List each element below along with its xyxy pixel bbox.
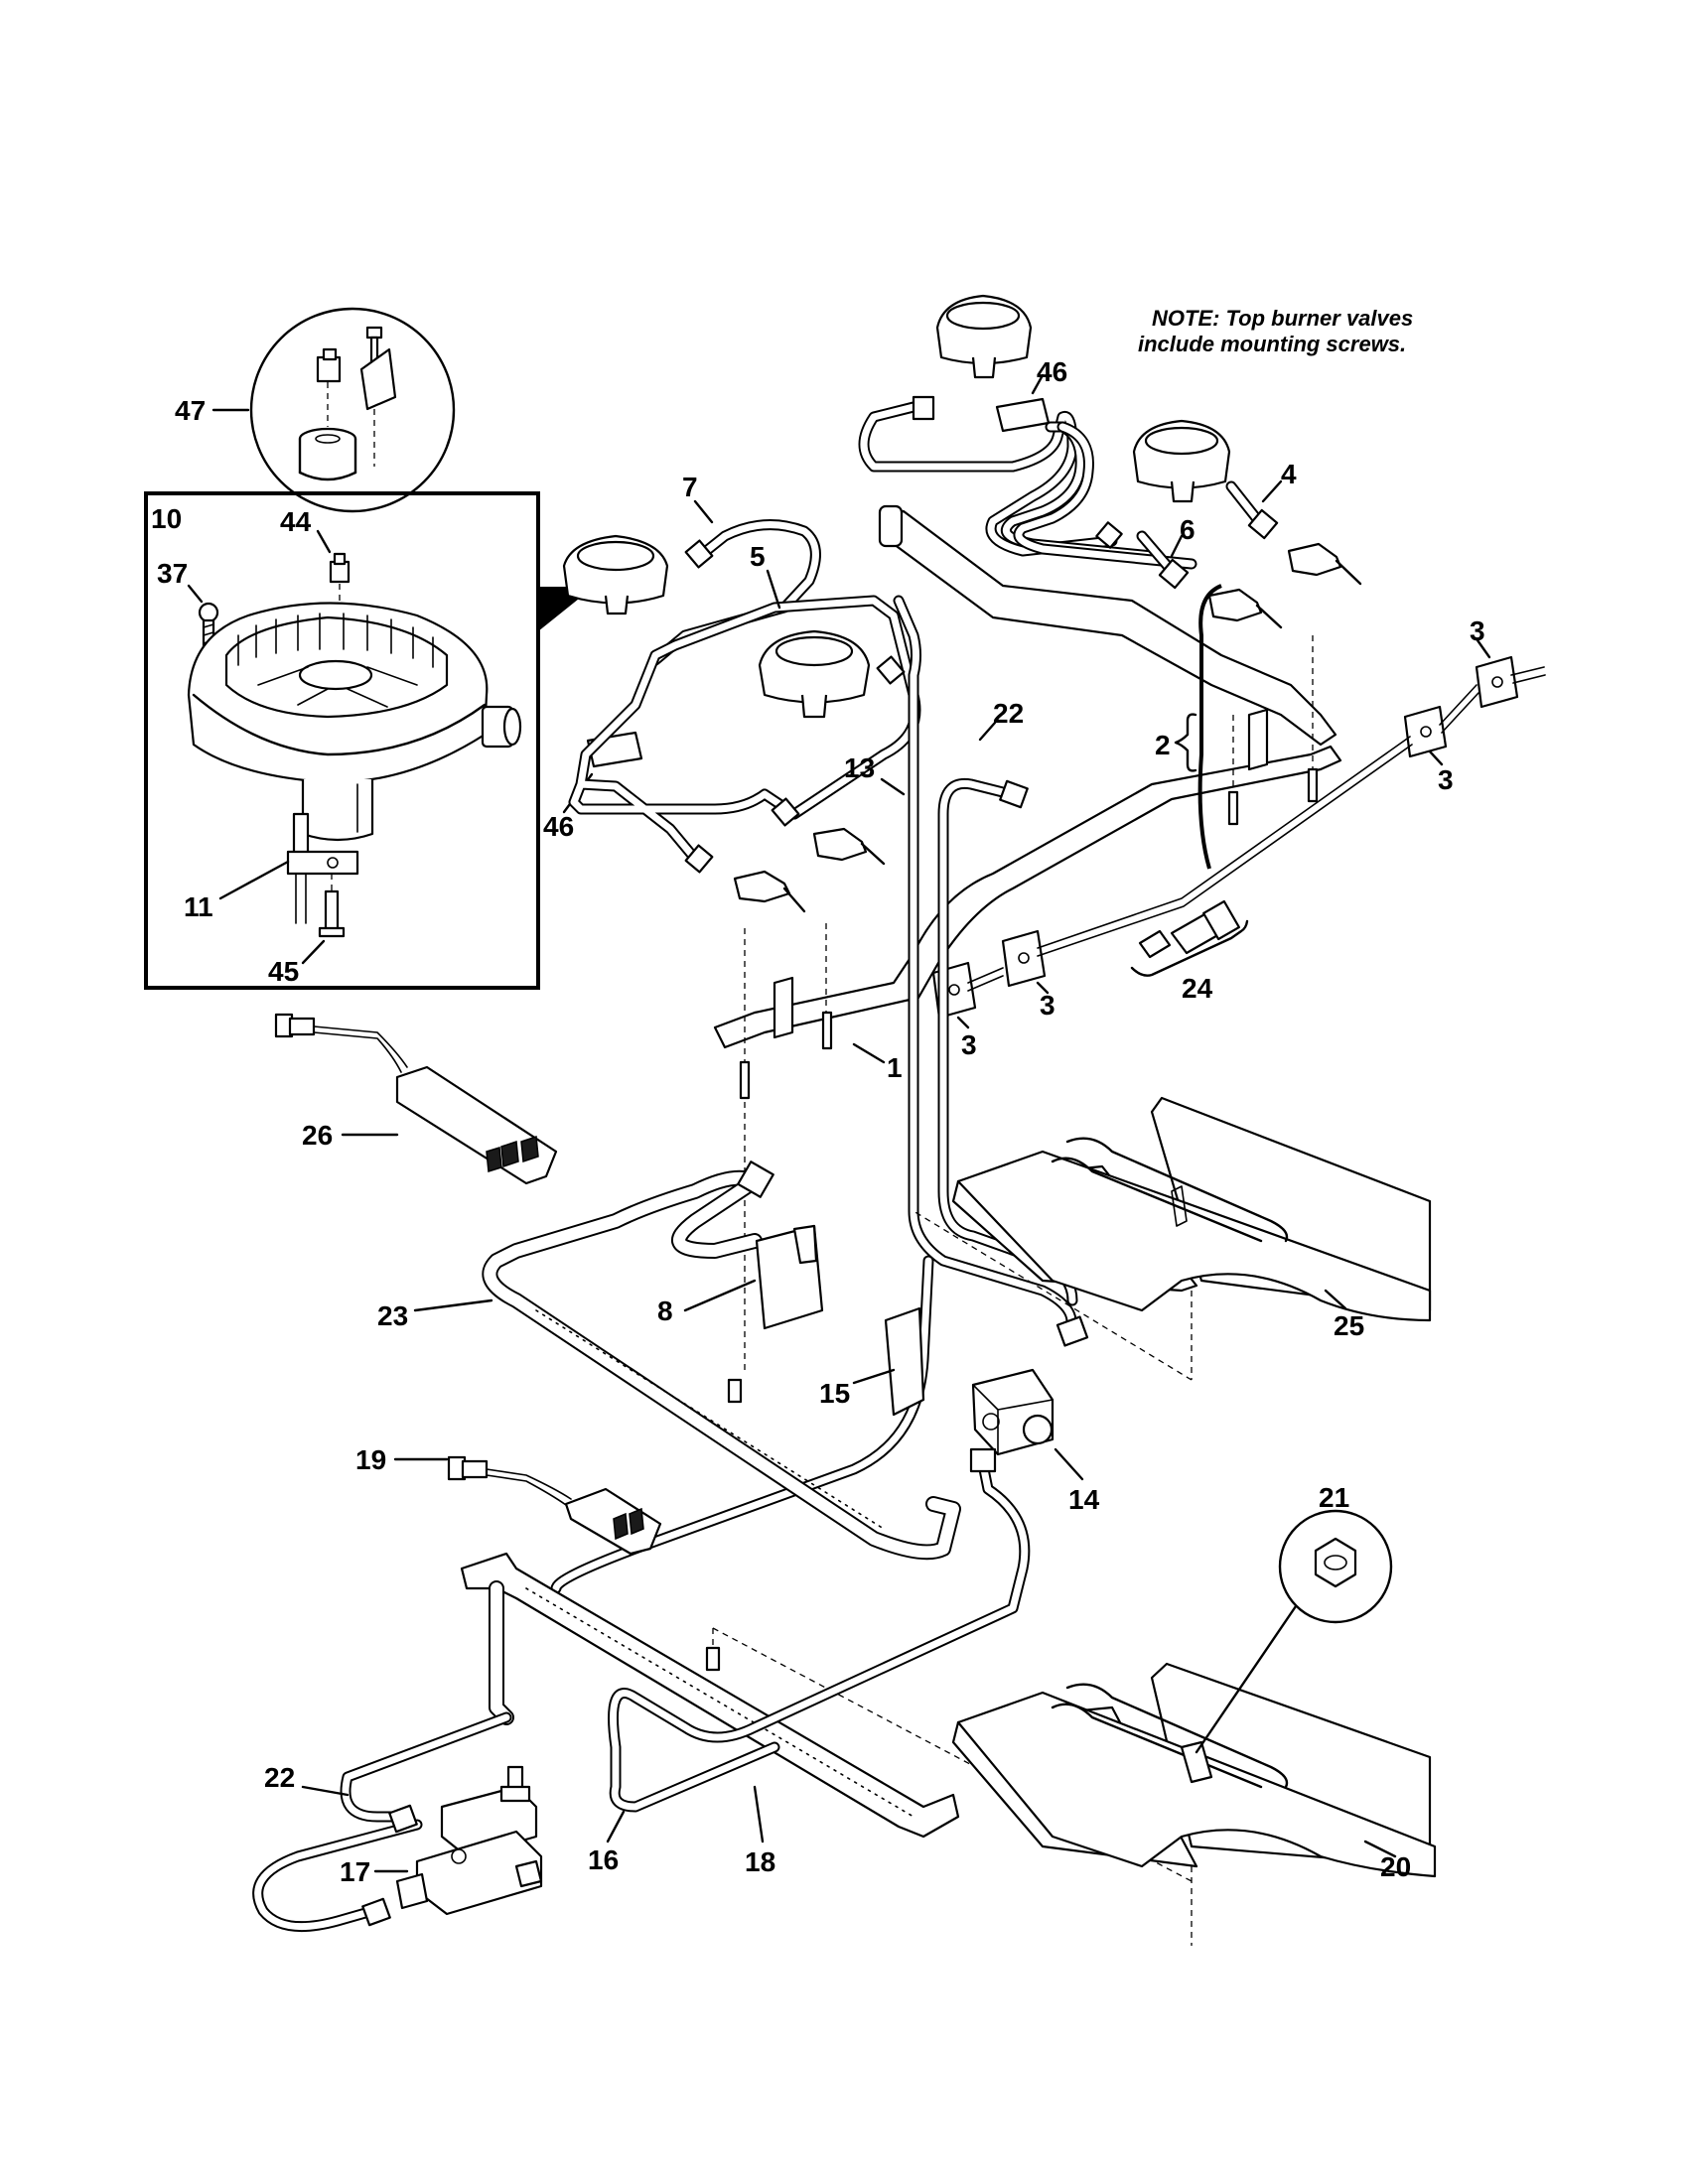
burner-valves — [733, 542, 1362, 913]
mounting-screws — [739, 635, 1319, 1370]
igniter-26 — [274, 1013, 558, 1185]
inset-label-10: 10 — [151, 503, 182, 534]
note-line-2: include mounting screws. — [1138, 332, 1406, 356]
nut-detail-21 — [1195, 1509, 1393, 1754]
callout-37: 37 — [157, 558, 188, 589]
callout-25: 25 — [1334, 1310, 1364, 1341]
regulator-14 — [971, 1368, 1055, 1456]
bracket-46-top — [995, 397, 1051, 433]
callout-3-middle: 3 — [1040, 990, 1055, 1021]
callout-23: 23 — [377, 1300, 408, 1331]
callout-3-left: 3 — [961, 1029, 977, 1060]
oven-tubes-lower — [252, 1447, 1031, 1933]
callout-46-top: 46 — [1037, 356, 1067, 387]
top-burner-heads — [562, 294, 1231, 719]
callout-22-bottom: 22 — [264, 1762, 295, 1793]
burner-supply-tubes — [568, 401, 1267, 865]
callout-5: 5 — [750, 541, 766, 572]
callout-45: 45 — [268, 956, 299, 987]
callout-18: 18 — [745, 1846, 775, 1877]
bracket-15 — [884, 1306, 925, 1417]
callout-20: 20 — [1380, 1851, 1411, 1882]
callout-8: 8 — [657, 1296, 673, 1326]
callout-3-top-right: 3 — [1470, 615, 1485, 646]
callout-24: 24 — [1182, 973, 1213, 1004]
callout-1: 1 — [887, 1052, 903, 1083]
callout-3-right: 3 — [1438, 764, 1454, 795]
burner-detail-box — [144, 491, 594, 990]
callout-4: 4 — [1281, 459, 1297, 489]
callout-47: 47 — [175, 395, 206, 426]
fitting-24 — [1130, 899, 1249, 977]
manifold-pipe — [713, 504, 1342, 1049]
oven-burner-23 — [482, 1160, 961, 1561]
callout-16: 16 — [588, 1844, 619, 1875]
callout-2: 2 — [1155, 730, 1171, 760]
callout-17: 17 — [340, 1856, 370, 1887]
orifice-detail-circle — [249, 307, 456, 513]
callout-46-left: 46 — [543, 811, 574, 842]
bracket-3-group — [931, 655, 1546, 1020]
wire-2 — [1197, 584, 1222, 870]
callout-21: 21 — [1319, 1482, 1349, 1513]
callout-7: 7 — [682, 472, 698, 502]
callout-14: 14 — [1068, 1484, 1100, 1515]
callout-26: 26 — [302, 1120, 333, 1151]
callout-15: 15 — [819, 1378, 850, 1409]
callout-13: 13 — [844, 752, 875, 783]
igniter-8 — [755, 1224, 824, 1330]
tube-fittings — [684, 395, 1279, 874]
callout-22-top: 22 — [993, 698, 1024, 729]
callout-6: 6 — [1180, 514, 1196, 545]
callout-11: 11 — [184, 891, 213, 922]
igniter-19 — [447, 1455, 662, 1556]
baffle-25 — [913, 1096, 1432, 1381]
baffle-20 — [951, 1662, 1437, 1946]
note-line-1: NOTE: Top burner valves — [1152, 306, 1413, 331]
callout-19: 19 — [355, 1444, 386, 1475]
callout-44: 44 — [280, 506, 312, 537]
safety-valve-17 — [395, 1765, 543, 1916]
